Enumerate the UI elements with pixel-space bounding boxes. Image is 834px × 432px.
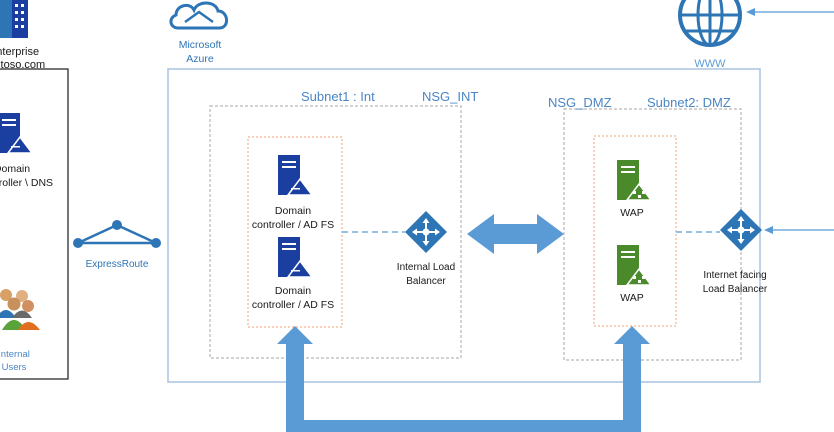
- ilb-label: Internal Load: [397, 262, 455, 273]
- enterprise-label: Enterprise: [0, 46, 39, 58]
- internal-load-balancer-icon: [404, 210, 448, 254]
- azure-label-line2: Azure: [186, 53, 214, 65]
- elb-label: Internet facing: [703, 270, 766, 281]
- subnet2-box: [563, 108, 742, 361]
- wap-group-box: [593, 135, 677, 327]
- globe-icon: [678, 0, 742, 47]
- expressroute-label: ExpressRoute: [86, 259, 149, 270]
- nsg-int-label: NSG_INT: [422, 89, 478, 104]
- adfs-1-sublabel: controller / AD FS: [252, 219, 334, 231]
- azure-vnet-box: [167, 68, 761, 383]
- adfs-server-1-icon: [277, 154, 313, 196]
- wap-1-label: WAP: [620, 207, 644, 219]
- subnet2-title: Subnet2: DMZ: [647, 95, 731, 110]
- subnet-double-arrow: [467, 214, 564, 254]
- azure-cloud-icon: [169, 1, 228, 30]
- bottom-connection-arrows: [277, 326, 650, 432]
- users-icon: [0, 289, 40, 330]
- building-icon: [0, 0, 28, 38]
- elb-sublabel: Load Balancer: [703, 284, 768, 295]
- adfs-2-label: Domain: [275, 285, 311, 297]
- subnet1-box: [209, 105, 462, 359]
- onprem-box: [0, 68, 69, 380]
- wap-server-2-icon: [616, 244, 652, 286]
- enterprise-domain-label: contoso.com: [0, 59, 45, 71]
- wap-2-label: WAP: [620, 292, 644, 304]
- internal-users-label: Internal: [0, 349, 30, 360]
- expressroute-icon: [73, 220, 161, 248]
- ilb-sublabel: Balancer: [406, 276, 446, 287]
- onprem-dc-server-icon: [0, 112, 33, 154]
- adfs-server-2-icon: [277, 236, 313, 278]
- adfs-1-label: Domain: [275, 205, 311, 217]
- azure-label-line1: Microsoft: [179, 39, 222, 51]
- subnet1-title: Subnet1 : Int: [301, 89, 375, 104]
- onprem-dc-sublabel: controller \ DNS: [0, 177, 53, 189]
- www-label: WWW: [694, 58, 726, 70]
- www-inbound-arrow: [746, 8, 834, 16]
- onprem-dc-label: Domain: [0, 163, 30, 175]
- adfs-2-sublabel: controller / AD FS: [252, 299, 334, 311]
- internet-load-balancer-icon: [719, 208, 763, 252]
- internal-users-sublabel: Users: [2, 362, 27, 373]
- wap-server-1-icon: [616, 159, 652, 201]
- nsg-dmz-label: NSG_DMZ: [548, 95, 612, 110]
- elb-inbound-arrow: [764, 226, 834, 234]
